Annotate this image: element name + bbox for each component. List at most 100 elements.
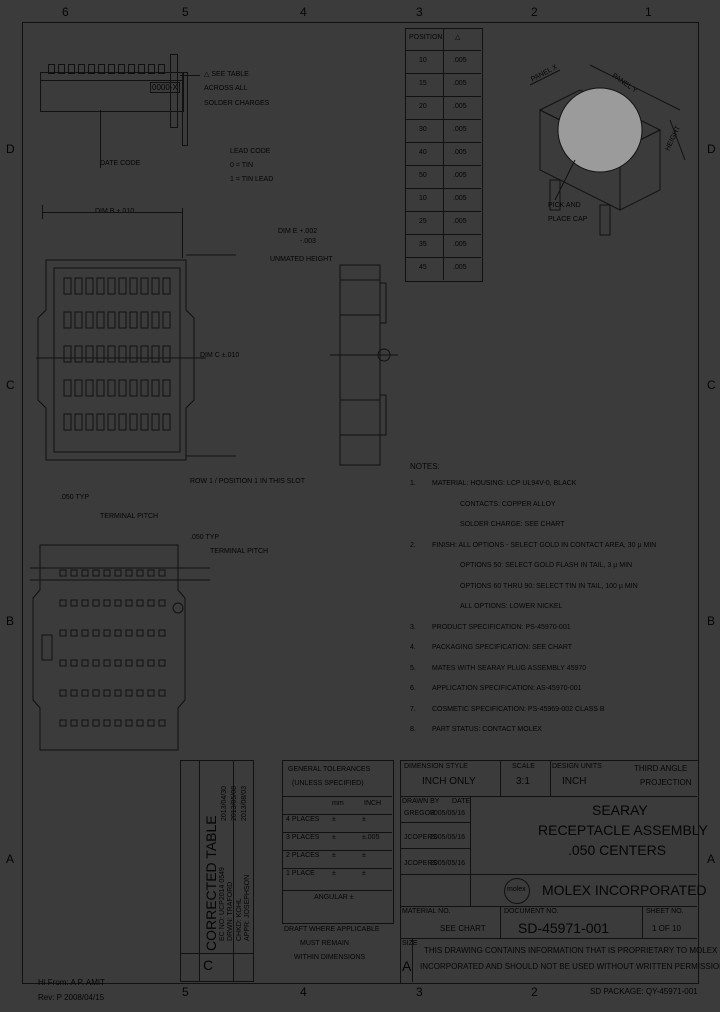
checked-name: JCOPERS — [404, 834, 438, 841]
bottom-contact — [125, 659, 133, 667]
front-contact — [129, 379, 138, 397]
bottom-contact — [114, 629, 122, 637]
bottom-contact — [81, 569, 89, 577]
pitch-b-2: TERMINAL PITCH — [210, 548, 269, 555]
zone-right-2: B — [707, 614, 716, 628]
note-number: 8. — [410, 726, 416, 733]
ptable-tolerance: .005 — [453, 103, 467, 110]
front-contact — [140, 311, 149, 329]
tol-rule — [282, 850, 392, 851]
bottom-contact — [136, 689, 144, 697]
rev-line-2: DRWN: TRAFORD — [227, 881, 234, 941]
ptable-tolerance: .005 — [453, 172, 467, 179]
date-code-label: DATE CODE — [100, 160, 141, 167]
company-name: MOLEX INCORPORATED — [542, 882, 707, 898]
top-view-tooth — [128, 64, 135, 74]
title-line-2: RECEPTACLE ASSEMBLY — [538, 822, 708, 838]
tol-mm: ± — [332, 816, 336, 823]
note-line: PACKAGING SPECIFICATION: SEE CHART — [432, 644, 573, 651]
ptable-head-position: POSITION — [409, 34, 443, 41]
front-contact — [96, 311, 105, 329]
tol-mm: ± — [332, 834, 336, 841]
bottom-contact — [114, 719, 122, 727]
dim-style-label: DIMENSION STYLE — [404, 763, 468, 770]
title-line-1: SEARAY — [592, 802, 648, 818]
front-contact — [140, 379, 149, 397]
top-view-tooth — [148, 64, 155, 74]
zone-top-4: 2 — [531, 5, 538, 19]
ptable-position: 30 — [419, 126, 427, 133]
bottom-contact — [147, 659, 155, 667]
note-number: 2. — [410, 541, 416, 549]
tol-rule — [282, 814, 392, 815]
drawn-label: DRAWN BY — [402, 798, 440, 805]
bottom-contact — [136, 599, 144, 607]
pick-place-label-1: PICK AND — [548, 202, 581, 209]
footer-package: SD PACKAGE: QY-45971-001 — [590, 987, 698, 996]
front-contact — [151, 379, 160, 397]
note-line: COSMETIC SPECIFICATION: PS-45969-002 CLA… — [432, 705, 605, 713]
tol-mm: ± — [332, 870, 336, 877]
pitch-a-1: .050 TYP — [60, 494, 90, 501]
front-contact — [140, 277, 149, 295]
bottom-contact — [81, 629, 89, 637]
bottom-contact — [70, 659, 78, 667]
approved-name: JCOPERS — [404, 860, 438, 867]
approved-date: 2005/05/16 — [430, 860, 466, 867]
front-contact — [107, 379, 116, 397]
material: SEE CHART — [440, 924, 486, 933]
note-number: 1. — [410, 480, 416, 487]
gen-tol-1: GENERAL TOLERANCES — [288, 766, 371, 773]
zone-bottom-0: 5 — [182, 985, 189, 999]
note-number: 7. — [410, 705, 416, 713]
note-number: 3. — [410, 623, 416, 631]
dim-e-2: -.003 — [300, 238, 316, 245]
dim-b-label: DIM B +.010 — [95, 208, 134, 215]
ptable-position: 45 — [419, 264, 427, 271]
callout-table-1: △ SEE TABLE — [204, 71, 249, 78]
scale: 3:1 — [516, 776, 530, 787]
proprietary-2: INCORPORATED AND SHOULD NOT BE USED WITH… — [420, 962, 720, 971]
bottom-contact — [92, 569, 100, 577]
bottom-contact — [59, 599, 67, 607]
bottom-contact — [92, 689, 100, 697]
note-number: 5. — [410, 664, 416, 672]
front-contact — [118, 413, 127, 431]
ptable-rule — [405, 165, 481, 166]
bottom-contact — [70, 569, 78, 577]
front-contact — [63, 311, 72, 329]
bottom-contact — [114, 599, 122, 607]
bottom-contact — [59, 689, 67, 697]
callout-table-3: SOLDER CHARGES — [204, 100, 270, 107]
dim-c-label: DIM C ±.010 — [200, 352, 240, 359]
side-view — [330, 264, 398, 466]
front-contact — [140, 413, 149, 431]
date-label: DATE — [452, 798, 471, 805]
drawing-frame — [22, 22, 699, 984]
top-view-tooth — [48, 64, 55, 74]
bottom-contact — [81, 599, 89, 607]
tol-inch: ± — [362, 852, 366, 859]
pitch-a-2: TERMINAL PITCH — [100, 513, 159, 520]
ptable-tolerance: .005 — [453, 195, 467, 202]
front-contact — [85, 413, 94, 431]
projection-1: THIRD ANGLE — [634, 764, 688, 773]
ptable-tolerance: .005 — [453, 80, 467, 87]
title-block: GENERAL TOLERANCES (UNLESS SPECIFIED) mm… — [252, 760, 720, 984]
bottom-contact — [81, 659, 89, 667]
top-view-tooth — [58, 64, 65, 74]
revision-block: CORRECTED TABLE EC NO: UCP2014 0549 DRWN… — [180, 760, 254, 982]
note-number: 4. — [410, 644, 416, 651]
front-contact — [63, 413, 72, 431]
top-view-tooth — [78, 64, 85, 74]
pick-place-view — [529, 64, 686, 236]
top-view-tooth — [118, 64, 125, 74]
front-contact — [140, 345, 149, 363]
note-line: MATES WITH SEARAY PLUG ASSEMBLY 45970 — [432, 664, 587, 672]
bottom-contact — [158, 599, 166, 607]
notes-title: NOTES: — [410, 462, 440, 471]
tol-head-mm: mm — [332, 800, 344, 807]
part-marker: 0000-X — [150, 82, 180, 93]
checked-date: 2005/05/16 — [430, 834, 466, 841]
front-contact — [162, 277, 171, 295]
